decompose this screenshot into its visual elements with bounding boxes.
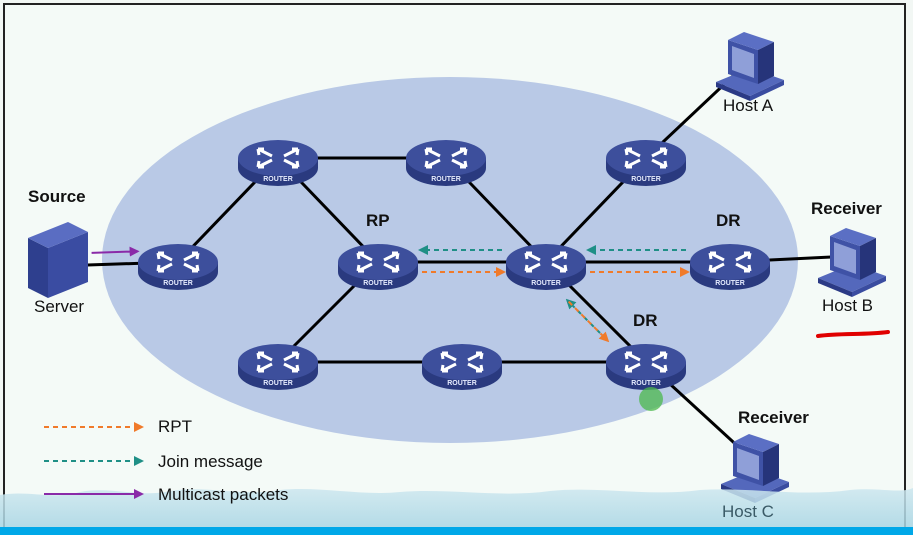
router-arrows-icon — [624, 147, 668, 169]
legend-join-label: Join message — [158, 452, 263, 471]
router-arrows-icon — [256, 351, 300, 373]
router-r_bot2[interactable]: ROUTER — [422, 344, 502, 390]
source-label: Source — [28, 187, 86, 206]
router-r_top2[interactable]: ROUTER — [406, 140, 486, 186]
legend-multicast-label: Multicast packets — [158, 485, 289, 504]
router-caption: ROUTER — [531, 280, 561, 287]
host-host_b-icon[interactable] — [818, 228, 886, 297]
router-r_top3[interactable]: ROUTER — [606, 140, 686, 186]
router-caption: ROUTER — [715, 280, 745, 287]
flow-multicast-0 — [91, 246, 140, 257]
host-host_a-icon[interactable] — [716, 32, 784, 101]
host-a-label: Host A — [723, 96, 774, 115]
router-arrows-icon — [708, 251, 752, 273]
router-arrows-icon — [424, 147, 468, 169]
router-arrows-icon — [440, 351, 484, 373]
receiver-label-host-b: Receiver — [811, 199, 882, 218]
router-caption: ROUTER — [263, 176, 293, 183]
cursor-highlight — [639, 387, 663, 411]
router-r_rp[interactable]: ROUTER — [338, 244, 418, 290]
router-r_top1[interactable]: ROUTER — [238, 140, 318, 186]
router-r_src[interactable]: ROUTER — [138, 244, 218, 290]
router-caption: ROUTER — [631, 176, 661, 183]
host-c-label: Host C — [722, 502, 774, 521]
router-caption: ROUTER — [631, 380, 661, 387]
rp-label: RP — [366, 211, 390, 230]
router-arrows-icon — [524, 251, 568, 273]
router-caption: ROUTER — [163, 280, 193, 287]
wave-decoration — [0, 488, 913, 527]
dr-label-host-c: DR — [633, 311, 658, 330]
router-arrows-icon — [156, 251, 200, 273]
router-r_dr_c[interactable]: ROUTER — [606, 344, 686, 390]
router-caption: ROUTER — [447, 380, 477, 387]
dr-label-host-b: DR — [716, 211, 741, 230]
router-r_center[interactable]: ROUTER — [506, 244, 586, 290]
router-arrows-icon — [256, 147, 300, 169]
router-arrows-icon — [624, 351, 668, 373]
router-caption: ROUTER — [431, 176, 461, 183]
router-caption: ROUTER — [363, 280, 393, 287]
bottom-accent-bar — [0, 527, 913, 535]
receiver-label-host-c: Receiver — [738, 408, 809, 427]
flow-rpt-6 — [567, 300, 610, 343]
host-b-label: Host B — [822, 296, 874, 315]
router-r_dr_b[interactable]: ROUTER — [690, 244, 770, 290]
legend-rpt-label: RPT — [158, 417, 192, 436]
router-arrows-icon — [356, 251, 400, 273]
red-underline-annotation — [816, 330, 890, 338]
router-r_bot1[interactable]: ROUTER — [238, 344, 318, 390]
server-icon[interactable] — [28, 222, 88, 298]
server-label: Server — [34, 297, 85, 316]
router-caption: ROUTER — [263, 380, 293, 387]
